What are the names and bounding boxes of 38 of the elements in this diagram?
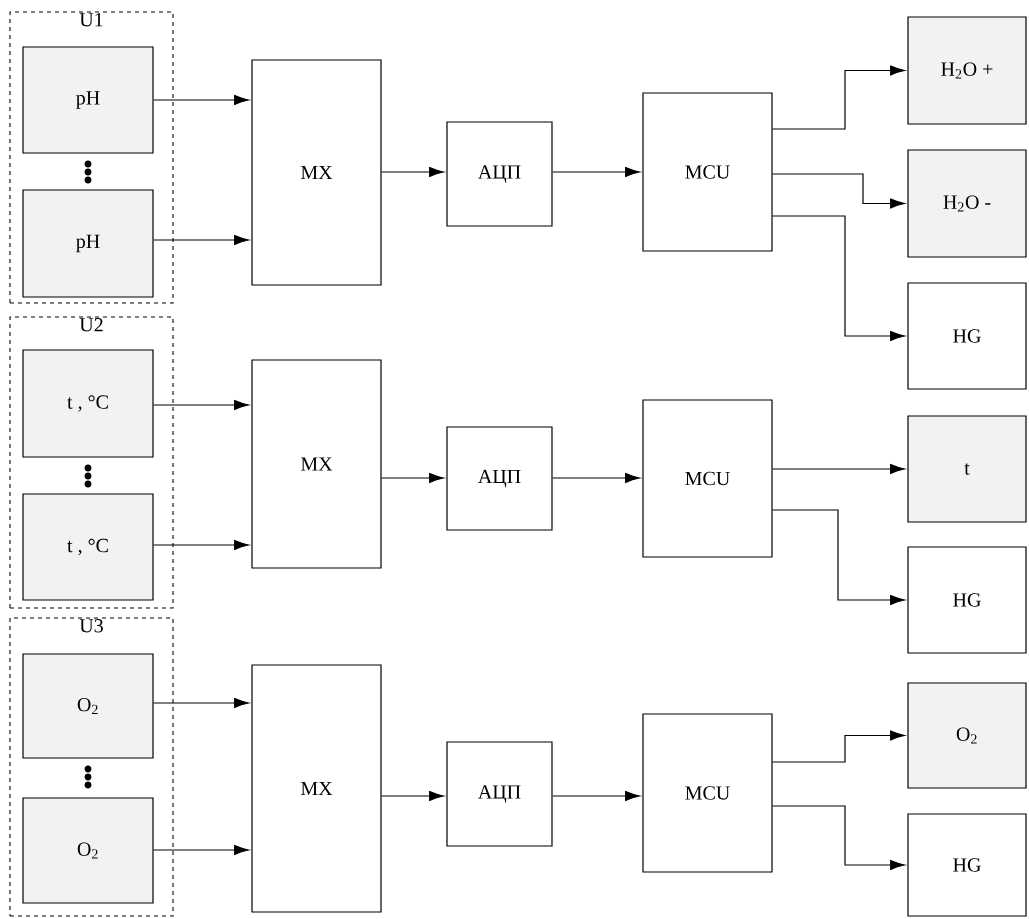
block-box: MX xyxy=(251,359,382,569)
block-box: O$_{2}$ xyxy=(22,797,154,904)
block-box: pH xyxy=(22,46,154,154)
block-box: HG xyxy=(907,813,1027,917)
block-box: АЦП xyxy=(446,426,553,531)
arrow xyxy=(772,464,905,474)
arrow xyxy=(381,791,444,801)
arrow xyxy=(381,167,444,177)
block-box: MCU xyxy=(642,713,773,873)
arrow xyxy=(772,805,905,870)
block-box: АЦП xyxy=(446,121,553,227)
block-box: MX xyxy=(251,59,382,286)
block-box: MX xyxy=(251,664,382,913)
arrow xyxy=(772,215,905,341)
block-box: t , °C xyxy=(22,349,154,458)
block-box: HG xyxy=(907,546,1027,654)
block-box: pH xyxy=(22,189,154,298)
arrow xyxy=(552,473,640,483)
arrow xyxy=(153,845,249,855)
arrow xyxy=(153,540,249,550)
arrow xyxy=(153,95,249,105)
arrow xyxy=(153,400,249,410)
block-box: t xyxy=(907,415,1027,523)
block-box: O$_{2}$ xyxy=(907,682,1027,789)
block-box: АЦП xyxy=(446,741,553,847)
arrow xyxy=(552,791,640,801)
block-box: O$_{2}$ xyxy=(22,653,154,759)
arrow xyxy=(381,473,444,483)
block-box: HG xyxy=(907,282,1027,390)
block-box: MCU xyxy=(642,92,773,252)
block-box: t , °C xyxy=(22,493,154,601)
arrow xyxy=(552,167,640,177)
block-box: MCU xyxy=(642,399,773,558)
arrow xyxy=(153,698,249,708)
block-box: H$_{2}$O - xyxy=(907,149,1027,258)
block-box: H$_{2}$O + xyxy=(907,16,1027,125)
arrow xyxy=(772,509,905,605)
arrow xyxy=(153,235,249,245)
